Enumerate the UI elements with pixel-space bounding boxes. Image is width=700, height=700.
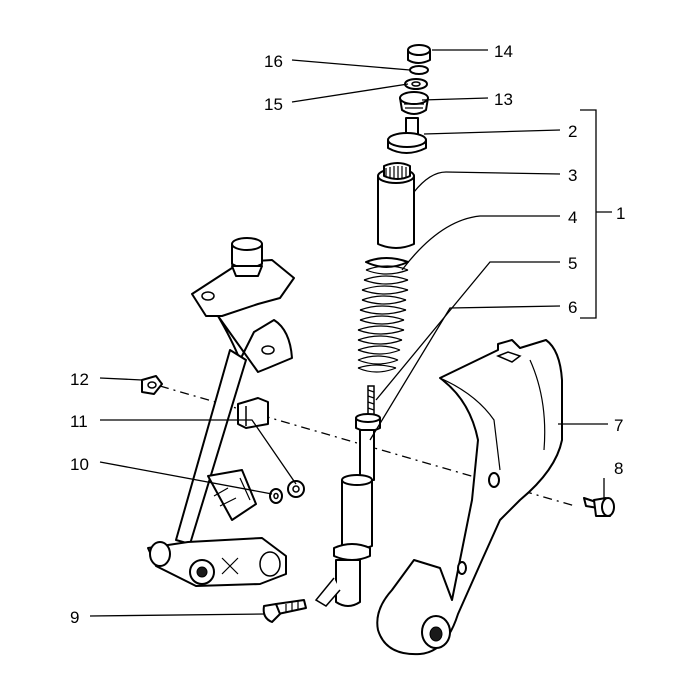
callout-14: 14 xyxy=(494,42,513,61)
leader-16 xyxy=(291,59,411,71)
callout-9: 9 xyxy=(70,608,79,627)
part-3-dust-cover xyxy=(377,162,415,249)
leader-5 xyxy=(375,261,560,401)
leader-3 xyxy=(413,171,561,193)
part-14-nut xyxy=(407,44,431,64)
leader-4 xyxy=(401,215,560,271)
callout-7: 7 xyxy=(614,416,623,435)
leader-6 xyxy=(369,305,561,441)
leader-13 xyxy=(421,97,489,101)
callout-11: 11 xyxy=(70,412,88,431)
callout-12: 12 xyxy=(70,370,89,389)
callout-10: 10 xyxy=(70,455,89,474)
leader-11 xyxy=(100,419,297,485)
part-11-bracket xyxy=(237,397,269,429)
callout-16: 16 xyxy=(264,52,283,71)
part-4-coil-spring xyxy=(357,257,409,373)
part-7-arm-housing xyxy=(376,339,563,656)
part-13-rubber-bushing xyxy=(399,91,429,115)
part-16-washer xyxy=(409,65,429,75)
callout-1: 1 xyxy=(616,204,625,223)
part-9-bolt xyxy=(262,599,307,623)
callout-2: 2 xyxy=(568,122,577,141)
callout-4: 4 xyxy=(568,208,577,227)
group-bracket-1 xyxy=(580,109,612,319)
part-10b-nut xyxy=(287,480,305,498)
leader-10 xyxy=(99,461,273,495)
part-8-bolt xyxy=(583,497,615,517)
leader-9 xyxy=(89,613,265,617)
left-frame-assembly xyxy=(147,237,295,587)
callout-15: 15 xyxy=(264,95,283,114)
part-15-washer xyxy=(404,78,428,90)
part-5-6-shock-absorber xyxy=(314,385,381,607)
callout-13: 13 xyxy=(494,90,513,109)
callout-8: 8 xyxy=(614,459,623,478)
leader-12 xyxy=(99,377,143,381)
leader-2 xyxy=(423,129,561,135)
part-2-upper-cap xyxy=(387,117,427,154)
part-10-washer xyxy=(269,488,283,504)
callout-6: 6 xyxy=(568,298,577,317)
callout-5: 5 xyxy=(568,254,577,273)
leader-15 xyxy=(291,83,409,103)
part-12-nut xyxy=(141,375,163,395)
callout-3: 3 xyxy=(568,166,577,185)
